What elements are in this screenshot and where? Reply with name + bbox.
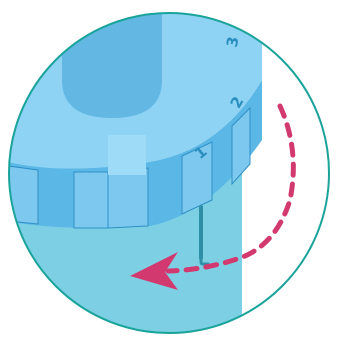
dial-scene: 1 2 3 <box>9 13 296 333</box>
dial-number-3: 3 <box>223 35 243 48</box>
curved-dashed-arrow-icon <box>130 252 178 290</box>
cap-grip <box>62 13 162 118</box>
cap-rim-segments <box>9 106 251 229</box>
rotation-arrow-path <box>165 103 296 274</box>
dial-pointer <box>199 205 203 260</box>
cap-highlight <box>108 135 146 175</box>
magnifier-border <box>8 12 330 334</box>
dial-pointer-hook <box>199 256 210 266</box>
